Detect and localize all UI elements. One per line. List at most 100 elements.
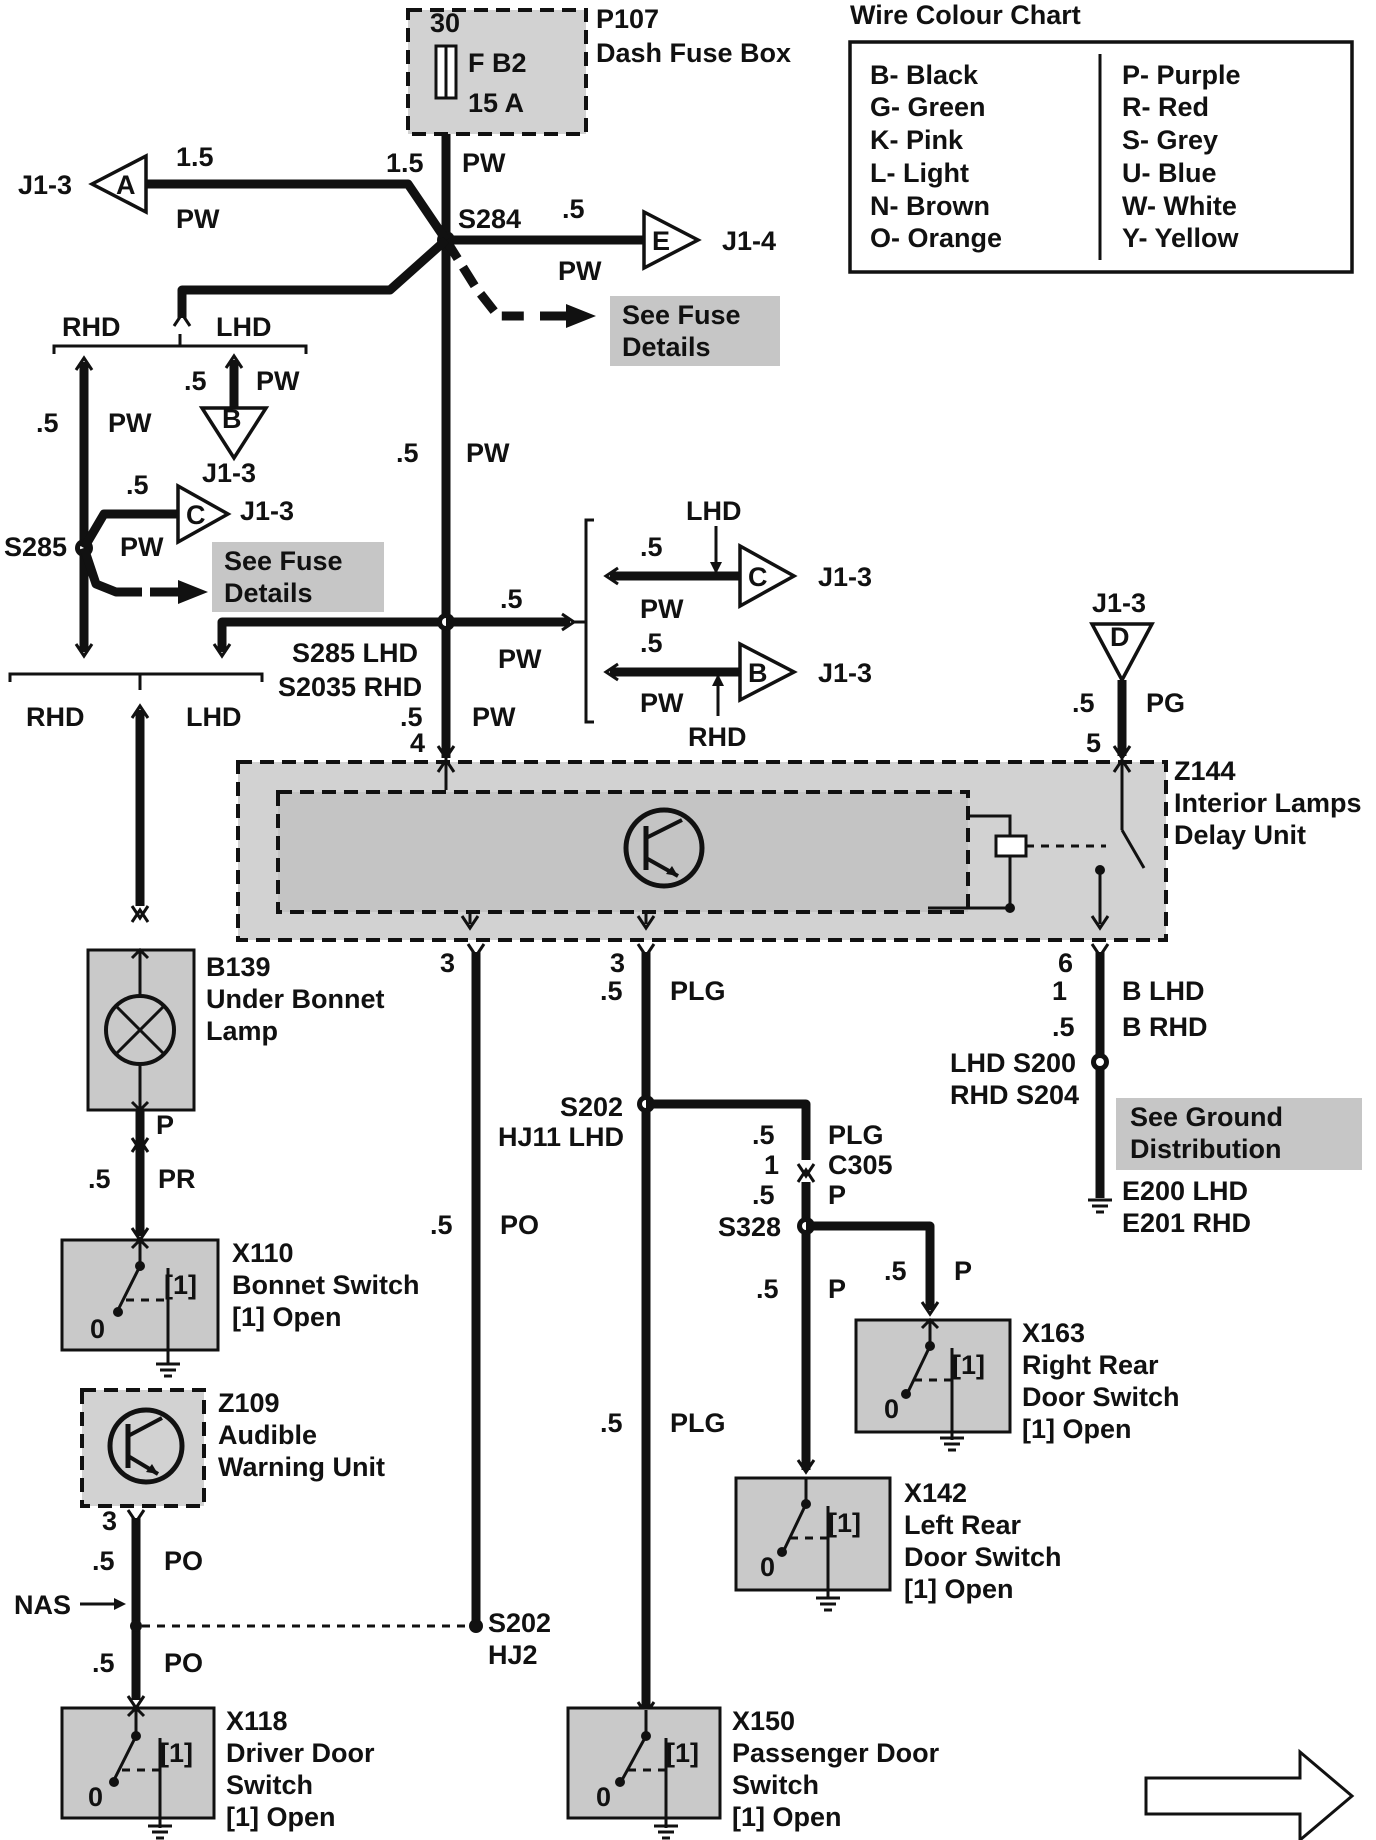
see-fuse-2-line2: Details — [224, 578, 313, 608]
x118-color: PO — [164, 1648, 203, 1678]
e201-label: E201 RHD — [1122, 1208, 1251, 1238]
z109-line2: Warning Unit — [218, 1452, 385, 1482]
connector-d-ref: J1-3 — [1092, 588, 1146, 618]
bonnet-color: PR — [158, 1164, 196, 1194]
s328-label: S328 — [718, 1212, 781, 1242]
x110-pos: [1] — [164, 1270, 197, 1300]
x163-line3: [1] Open — [1022, 1414, 1132, 1444]
wire-colour-chart: Wire Colour Chart B- Black G- Green K- P… — [848, 0, 1354, 274]
wire-b-size: .5 — [184, 366, 207, 396]
colour-l: L- Light — [870, 158, 969, 188]
lamp-b139: B139 Under Bonnet Lamp — [86, 947, 385, 1113]
connector-b2-letter: B — [748, 658, 768, 688]
switch-icon — [109, 1705, 162, 1828]
c305-label: C305 — [828, 1150, 893, 1180]
connector-d-letter: D — [1110, 622, 1130, 652]
transistor-icon — [623, 807, 705, 889]
bracket-mid-rhd: RHD — [26, 702, 85, 732]
connector-c-letter: C — [186, 500, 206, 530]
po-size: .5 — [430, 1210, 453, 1240]
connector-b-letter: B — [222, 404, 242, 434]
wire-a-color: PW — [176, 204, 220, 234]
x150-line3: [1] Open — [732, 1802, 842, 1832]
z109-line1: Audible — [218, 1420, 317, 1450]
bonnet-size: .5 — [88, 1164, 111, 1194]
x163-pos: [1] — [952, 1350, 985, 1380]
branch-color: PW — [498, 644, 542, 674]
splice-s2035-rhd-label: S2035 RHD — [278, 672, 422, 702]
switch-icon — [113, 1237, 170, 1364]
x150-line2: Switch — [732, 1770, 819, 1800]
x163-color: P — [954, 1256, 972, 1286]
see-ground-line1: See Ground — [1130, 1102, 1283, 1132]
c305-size3: .5 — [752, 1180, 775, 1210]
b139-line1: Under Bonnet — [206, 984, 385, 1014]
see-ground-note — [1116, 1098, 1362, 1170]
see-fuse-1-line2: Details — [622, 332, 711, 362]
fuse-box-p107: 30 F B2 15 A P107 Dash Fuse Box — [406, 4, 791, 136]
gnd-color1: B LHD — [1122, 976, 1205, 1006]
wire-c-size: .5 — [126, 470, 149, 500]
fuse-out-color: PW — [462, 148, 506, 178]
connector-triangle-icon — [642, 209, 702, 271]
connector-a-ref: J1-3 — [18, 170, 72, 200]
wire-left-color: PW — [108, 408, 152, 438]
relay-icon — [968, 790, 1146, 920]
connector-e-ref: J1-4 — [722, 226, 776, 256]
splice-s285-label: S285 — [4, 532, 67, 562]
hj2-label: HJ2 — [488, 1640, 538, 1670]
wire-to-c305 — [646, 1099, 811, 1160]
plg2-size: .5 — [600, 1408, 623, 1438]
d-color: PG — [1146, 688, 1185, 718]
colour-y: Y- Yellow — [1122, 223, 1240, 253]
pin3b: 3 — [610, 948, 625, 978]
z144-line1: Interior Lamps — [1174, 788, 1362, 818]
x163-zero: 0 — [884, 1394, 899, 1424]
pin5: 5 — [1086, 728, 1101, 758]
e200-label: E200 LHD — [1122, 1176, 1248, 1206]
x118-zero: 0 — [88, 1782, 103, 1812]
wire-to-a — [146, 179, 450, 243]
see-fuse-1-line1: See Fuse — [622, 300, 741, 330]
connector-c-ref: J1-3 — [240, 496, 294, 526]
bracket-right — [584, 518, 594, 724]
z144-inner — [276, 790, 970, 914]
fuse-icon — [434, 44, 458, 100]
z144-line2: Delay Unit — [1174, 820, 1306, 850]
z109-color: PO — [164, 1546, 203, 1576]
connector-e-letter: E — [652, 226, 670, 256]
bracket-top-rhd: RHD — [62, 312, 121, 342]
c305-color1: PLG — [828, 1120, 884, 1150]
x150-id: X150 — [732, 1706, 795, 1736]
fuse-name: Dash Fuse Box — [596, 38, 791, 68]
x142-id: X142 — [904, 1478, 967, 1508]
transistor-icon — [107, 1407, 185, 1485]
wire-e-size: .5 — [562, 194, 585, 224]
x110-zero: 0 — [90, 1314, 105, 1344]
x163-line1: Right Rear — [1022, 1350, 1159, 1380]
wire-to-c — [80, 509, 178, 551]
ground-icon — [654, 1824, 678, 1840]
nas-label: NAS — [14, 1590, 71, 1620]
x118-size: .5 — [92, 1648, 115, 1678]
ground-icon — [148, 1824, 172, 1840]
colour-p: P- Purple — [1122, 60, 1241, 90]
x142-box — [734, 1476, 892, 1592]
switch-icon — [901, 1317, 954, 1440]
next-page-arrow-icon[interactable] — [1144, 1748, 1355, 1840]
gnd-size2: .5 — [1052, 1012, 1075, 1042]
b2-color: PW — [640, 688, 684, 718]
connector-c2-letter: C — [748, 562, 768, 592]
switch-icon — [615, 1710, 668, 1828]
pin4-size: .5 — [400, 702, 423, 732]
lamp-icon — [104, 947, 176, 1113]
plg-color: PLG — [670, 976, 726, 1006]
wire-to-fuse-details — [442, 237, 530, 321]
passenger-door-switch-x150: [1] 0 X150 Passenger Door Switch [1] Ope… — [566, 1706, 940, 1840]
b139-line2: Lamp — [206, 1016, 278, 1046]
colour-o: O- Orange — [870, 223, 1002, 253]
right-rear-door-switch-x163: [1] 0 X163 Right Rear Door Switch [1] Op… — [854, 1317, 1180, 1452]
x163-id: X163 — [1022, 1318, 1085, 1348]
wire-a-size: 1.5 — [176, 142, 214, 172]
lamp-p-color: P — [156, 1110, 174, 1140]
